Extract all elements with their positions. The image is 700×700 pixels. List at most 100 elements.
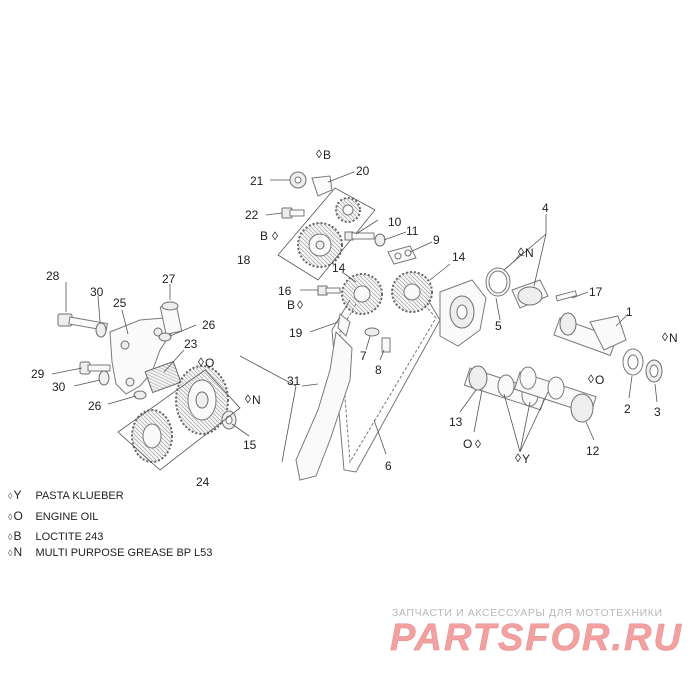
needle-bearing-23 bbox=[144, 360, 182, 394]
cam-holder-4 bbox=[439, 279, 487, 347]
callout-1: 1 bbox=[626, 305, 633, 319]
callout-4: 4 bbox=[542, 201, 549, 215]
marker-b-20: B bbox=[323, 148, 331, 162]
svg-text:◊: ◊ bbox=[245, 392, 251, 406]
callout-11: 11 bbox=[406, 224, 419, 238]
washer-20 bbox=[311, 175, 333, 197]
leader-lines bbox=[51, 171, 658, 455]
bolt-22 bbox=[281, 207, 305, 219]
callout-17: 17 bbox=[589, 285, 603, 299]
svg-text:◊: ◊ bbox=[515, 451, 521, 465]
callout-16: 16 bbox=[278, 284, 292, 298]
callout-12: 12 bbox=[586, 444, 600, 458]
washer-26-a bbox=[158, 332, 172, 342]
legend-code: N bbox=[13, 545, 23, 559]
callout-30a: 30 bbox=[90, 285, 104, 299]
callout-5: 5 bbox=[495, 319, 502, 333]
svg-text:◊: ◊ bbox=[272, 229, 278, 243]
svg-text:◊: ◊ bbox=[316, 147, 322, 161]
marker-o-23: O bbox=[205, 356, 214, 370]
callout-numbers: 1 2 3 4 5 6 7 8 9 10 11 12 13 14 14 15 1… bbox=[31, 164, 661, 489]
callout-21: 21 bbox=[250, 174, 264, 188]
bearing-2 bbox=[622, 348, 644, 376]
marker-y-13: Y bbox=[522, 452, 530, 466]
idler-gears-24 bbox=[131, 365, 229, 463]
svg-text:◊: ◊ bbox=[475, 437, 481, 451]
callout-27: 27 bbox=[162, 272, 176, 286]
bolt-8 bbox=[381, 337, 391, 353]
watermark-logo: PARTSFOR.RU bbox=[390, 617, 683, 658]
spacer-27 bbox=[159, 301, 183, 335]
drop-icon: ◊ bbox=[8, 512, 13, 522]
chain-tensioner-19 bbox=[337, 313, 351, 337]
washer-30-top bbox=[95, 322, 107, 338]
svg-text:◊: ◊ bbox=[662, 330, 668, 344]
svg-text:◊: ◊ bbox=[588, 372, 594, 386]
callout-15: 15 bbox=[243, 438, 257, 452]
callout-28: 28 bbox=[46, 269, 60, 283]
callout-22: 22 bbox=[245, 208, 259, 222]
washer-11 bbox=[374, 233, 386, 247]
svg-text:◊: ◊ bbox=[297, 298, 303, 312]
callout-24: 24 bbox=[196, 475, 210, 489]
drop-icon: ◊ bbox=[8, 532, 13, 542]
camshaft-1 bbox=[553, 312, 627, 357]
legend-text: PASTA KLUEBER bbox=[35, 490, 124, 502]
svg-text:PARTSFOR.RU: PARTSFOR.RU bbox=[390, 617, 683, 658]
callout-18: 18 bbox=[237, 253, 251, 267]
washer-26-b bbox=[133, 390, 147, 400]
callout-30b: 30 bbox=[52, 380, 66, 394]
callout-13: 13 bbox=[449, 415, 463, 429]
legend-row-b: ◊B LOCTITE 243 bbox=[8, 529, 103, 543]
marker-b-16: B bbox=[287, 298, 295, 312]
callout-10: 10 bbox=[388, 215, 402, 229]
washer-7 bbox=[364, 327, 380, 337]
idler-assembly bbox=[57, 301, 241, 471]
svg-text:◊: ◊ bbox=[198, 355, 204, 369]
spacer-9 bbox=[387, 245, 417, 265]
legend-text: MULTI PURPOSE GREASE BP L53 bbox=[35, 547, 213, 559]
bearing-rings-5 bbox=[485, 267, 549, 309]
callout-8: 8 bbox=[375, 363, 382, 377]
camshaft-sprocket-assembly-18 bbox=[277, 171, 376, 281]
drop-icon: ◊ bbox=[8, 491, 13, 501]
camshaft-12 bbox=[513, 366, 597, 423]
legend-code: O bbox=[13, 509, 23, 523]
callout-19: 19 bbox=[289, 326, 303, 340]
legend-text: LOCTITE 243 bbox=[35, 531, 104, 543]
chain-guide-31 bbox=[295, 330, 353, 481]
callout-26b: 26 bbox=[88, 399, 102, 413]
callout-9: 9 bbox=[433, 233, 440, 247]
seal-3 bbox=[645, 359, 663, 383]
marker-b-22: B bbox=[260, 229, 268, 243]
marker-o-13: O bbox=[463, 437, 472, 451]
cam-sprockets-14 bbox=[341, 271, 433, 315]
legend-code: Y bbox=[13, 488, 22, 502]
legend-code: B bbox=[13, 529, 22, 543]
drop-icon: ◊ bbox=[8, 548, 13, 558]
washer-30-bottom bbox=[98, 370, 110, 386]
bolt-10 bbox=[344, 231, 375, 241]
marker-o-12: O bbox=[595, 373, 604, 387]
marker-n-15: N bbox=[252, 393, 261, 407]
callout-14b: 14 bbox=[452, 250, 466, 264]
marker-n-3: N bbox=[669, 331, 678, 345]
callout-26a: 26 bbox=[202, 318, 216, 332]
legend-row-o: ◊O ENGINE OIL bbox=[8, 509, 98, 523]
lubricant-markers: ◊ B B ◊ B ◊ ◊ O ◊ N ◊ N ◊ N ◊ O O ◊ ◊ Y bbox=[198, 147, 678, 466]
bolt-16 bbox=[317, 285, 341, 296]
callout-29: 29 bbox=[31, 367, 45, 381]
callout-7: 7 bbox=[360, 349, 367, 363]
callout-20: 20 bbox=[356, 164, 370, 178]
callout-6: 6 bbox=[385, 459, 392, 473]
pin-17 bbox=[555, 290, 578, 302]
legend-row-n: ◊N MULTI PURPOSE GREASE BP L53 bbox=[8, 545, 212, 559]
marker-n-4: N bbox=[525, 246, 534, 260]
callout-31: 31 bbox=[287, 374, 301, 388]
callout-3: 3 bbox=[654, 405, 661, 419]
legend-row-y: ◊Y PASTA KLUEBER bbox=[8, 488, 124, 502]
legend-text: ENGINE OIL bbox=[35, 511, 99, 523]
svg-text:◊: ◊ bbox=[518, 245, 524, 259]
callout-2: 2 bbox=[624, 402, 631, 416]
